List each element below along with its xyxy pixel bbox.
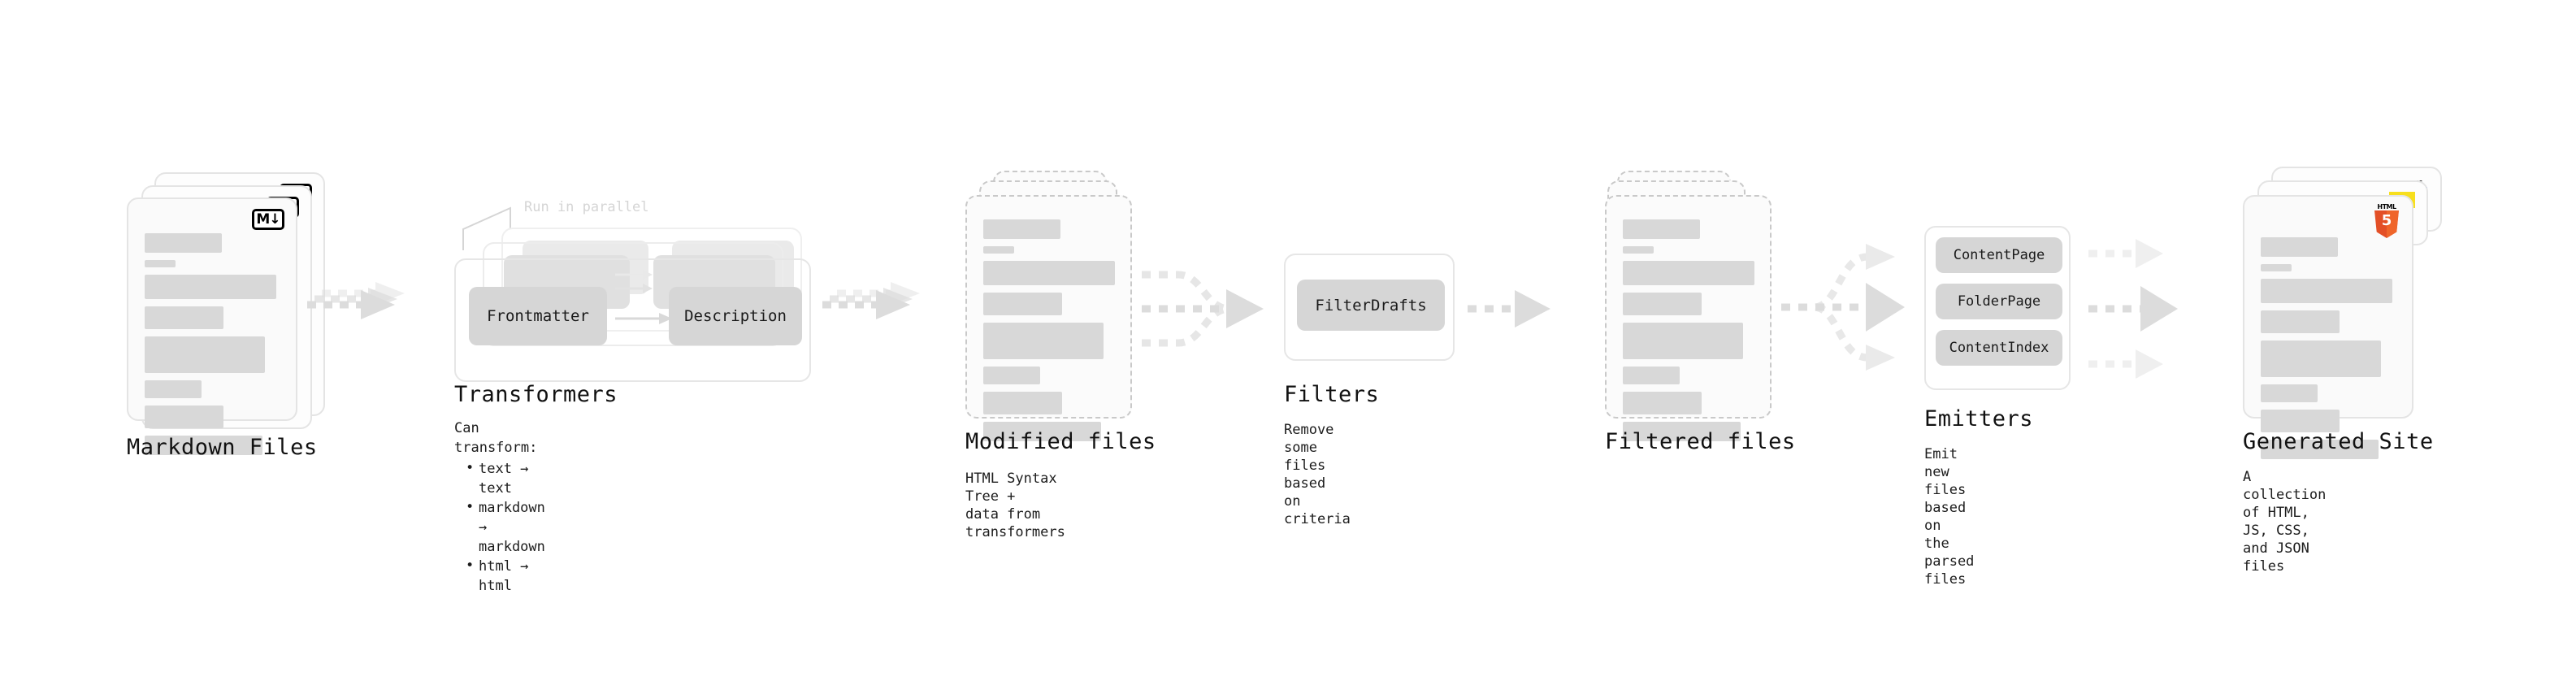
stage-subtitle-emitters: Emit new files based on the parsed files [1924, 446, 1975, 588]
doc-bar [2261, 384, 2318, 402]
filtered-doc-front [1605, 195, 1772, 441]
stage-title-filtered-files: Filtered files [1605, 429, 1796, 454]
html5-badge-word: HTML [2377, 203, 2396, 210]
doc-bar [2261, 310, 2340, 333]
html5-badge-digit: 5 [2381, 212, 2392, 229]
doc-bar [145, 380, 202, 398]
doc-bar [145, 275, 276, 299]
doc-bar [1623, 422, 1741, 441]
emitter-chip-folderpage[interactable]: FolderPage [1936, 284, 2062, 319]
stage-title-modified-files: Modified files [965, 429, 1156, 454]
stage-subtitle-filters: Remove some files based on criteria [1284, 422, 1351, 527]
doc-bar [983, 422, 1101, 441]
doc-bar [983, 219, 1060, 239]
doc-bar [2261, 279, 2392, 303]
doc-bar [1623, 323, 1743, 359]
doc-bar [1623, 392, 1702, 414]
connector-filtered-to-emitters [1781, 244, 1905, 371]
connector-md-to-transformers [307, 282, 405, 319]
doc-content-bars [983, 219, 1115, 449]
doc-bar [983, 392, 1062, 414]
doc-bar [1623, 219, 1700, 239]
stage-title-emitters: Emitters [1924, 406, 2034, 432]
doc-bar [2261, 340, 2381, 377]
emitter-chip-contentpage[interactable]: ContentPage [1936, 237, 2062, 273]
doc-bar [1623, 367, 1680, 384]
filters-group: FilterDrafts [1284, 254, 1455, 361]
site-doc-front: HTML 5 [2243, 195, 2413, 459]
transformer-group-front: Frontmatter Description [454, 258, 811, 382]
connector-filters-to-filtered [1468, 290, 1550, 327]
doc-bar [2261, 237, 2338, 257]
connector-modified-to-filters [1142, 271, 1264, 347]
bullet-item: markdown → markdown [466, 497, 545, 557]
transformer-chip-description[interactable]: Description [669, 287, 802, 345]
doc-content-bars [145, 233, 280, 462]
bullets-lead: Can transform: [454, 420, 538, 456]
connector-transformers-to-modified [822, 282, 920, 319]
emitters-group: ContentPage FolderPage ContentIndex [1924, 226, 2071, 390]
transformer-chip-frontmatter[interactable]: Frontmatter [469, 287, 607, 345]
doc-bar [145, 406, 223, 428]
doc-bar [983, 246, 1014, 254]
markdown-doc-front: M↓ [127, 197, 297, 455]
stage-subtitle-modified-files: HTML Syntax Tree + data from transformer… [965, 471, 1065, 540]
html5-badge: HTML 5 [2371, 203, 2402, 241]
bullet-item: text → text [466, 458, 545, 498]
doc-bar [145, 336, 265, 373]
doc-bar [1623, 246, 1654, 254]
doc-bar [2261, 264, 2292, 271]
run-in-parallel-label: Run in parallel [524, 199, 649, 215]
stage-title-filters: Filters [1284, 382, 1380, 407]
doc-bar [983, 293, 1062, 315]
transformers-bullets: Can transform: text → text markdown → ma… [454, 419, 545, 596]
doc-bar [145, 260, 176, 267]
doc-bar [2261, 410, 2340, 432]
doc-bar [145, 306, 223, 329]
stage-title-generated-site: Generated Site [2243, 429, 2434, 454]
doc-bar [145, 233, 222, 253]
doc-bar [1623, 293, 1702, 315]
doc-bar [983, 367, 1040, 384]
doc-bar [983, 261, 1115, 285]
transformer-inner-arrows [615, 270, 653, 293]
markdown-badge: M↓ [252, 209, 284, 230]
filter-chip-filterdrafts[interactable]: FilterDrafts [1297, 280, 1445, 331]
emitter-chip-contentindex[interactable]: ContentIndex [1936, 330, 2062, 366]
doc-bar [983, 323, 1104, 359]
stage-subtitle-generated-site: A collection of HTML, JS, CSS, and JSON … [2243, 469, 2327, 575]
stage-title-markdown-files: Markdown Files [127, 435, 318, 460]
bullet-item: html → html [466, 556, 545, 596]
connector-emitters-to-site [2088, 239, 2178, 379]
stage-title-transformers: Transformers [454, 382, 618, 407]
modified-doc-front [965, 195, 1132, 441]
doc-bar [1623, 261, 1754, 285]
doc-bar [145, 436, 262, 455]
doc-bar [2261, 440, 2379, 459]
doc-content-bars [2261, 237, 2396, 466]
frontmatter-to-description-arrow [615, 313, 672, 324]
doc-content-bars [1623, 219, 1754, 449]
run-in-parallel-bracket [462, 206, 511, 250]
